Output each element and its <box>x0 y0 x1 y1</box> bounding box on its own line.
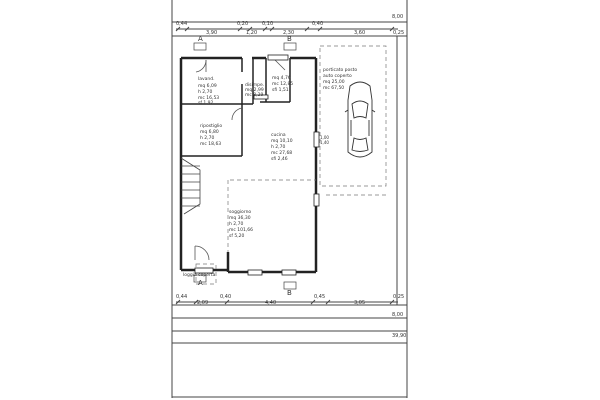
dim-top-h: 3,60 <box>354 30 365 36</box>
dim-bottom-e: 0,45 <box>314 294 325 300</box>
porticato-volume: mc 67,50 <box>323 85 344 91</box>
dim-top-i: 0,25 <box>393 30 404 36</box>
sheet-frame <box>171 0 408 398</box>
dim-top-c: 0,20 <box>237 21 248 27</box>
room-soggiorno: soggiorno mq 36,30 h 2,70 mc 101,66 sf 5… <box>229 209 253 239</box>
ripostiglio-volume: mc 18,63 <box>200 141 221 147</box>
section-b-top: B <box>287 35 292 43</box>
interior-walls <box>181 58 291 157</box>
ripostiglio-area: mq 6,80 <box>200 129 219 135</box>
cucina-area: mq 10,10 <box>271 138 293 144</box>
car-icon <box>344 81 376 158</box>
room-porticato: porticato posto auto coperto mq 25,00 mc… <box>323 67 357 91</box>
lavanderia-area: mq 6,09 <box>198 83 217 89</box>
cucina-window: sfi 2,46 <box>271 156 288 162</box>
dim-bottom-d: 4,40 <box>265 300 276 306</box>
bottom-dimension-labels: 0,44 2,09 0,40 4,40 0,45 3,05 0,25 8,00 … <box>176 294 406 339</box>
soggiorno-height: h 2,70 <box>229 221 243 227</box>
cucina-height: h 2,70 <box>271 144 285 150</box>
section-markers: A B A B <box>198 35 292 297</box>
room-cucina: cucina mq 10,10 h 2,70 mc 27,68 sfi 2,46 <box>271 132 293 162</box>
dim-top-end: 8,00 <box>392 14 403 20</box>
window-height-label: 1,40 <box>320 140 329 145</box>
staircase <box>180 157 201 215</box>
dim-top-b: 3,90 <box>206 30 217 36</box>
soggiorno-volume: mc 101,66 <box>229 227 253 233</box>
overhead-dashed-lines <box>195 45 387 285</box>
lavanderia-name: lavand. <box>198 76 215 82</box>
bagno-volume: mc 12,85 <box>272 81 293 87</box>
dim-top-g: 0,40 <box>312 21 323 27</box>
dim-top-d: 1,20 <box>246 30 257 36</box>
ripostiglio-height: h 2,70 <box>200 135 214 141</box>
dim-top-f: 2,30 <box>283 30 294 36</box>
disimpegno-name: disimpe. <box>245 82 264 88</box>
top-dimension-labels: 0,44 3,90 0,20 1,20 0,10 2,30 0,40 3,60 … <box>176 14 404 36</box>
room-bagno: mq 4,76 mc 12,85 sfi 1,51 <box>272 75 293 93</box>
top-dimension-ticks <box>175 26 398 32</box>
exterior-walls <box>179 56 318 274</box>
dim-bottom-b: 2,09 <box>197 300 208 306</box>
lavanderia-volume: mc 16,53 <box>198 95 219 101</box>
window-dimension: 1,00 1,40 <box>320 135 329 145</box>
section-a-bottom: A <box>198 279 203 287</box>
door-swings <box>194 59 286 261</box>
section-marker-boxes <box>193 42 297 290</box>
room-lavanderia: lavand. mq 6,09 h 2,70 mc 16,53 sf 1,92 <box>198 76 219 106</box>
porticato-sub: auto coperto <box>323 73 352 79</box>
dim-top-a: 0,44 <box>176 21 187 27</box>
soggiorno-name: soggiorno <box>229 209 251 215</box>
dim-bottom-end: 8,00 <box>392 312 403 318</box>
bagno-area: mq 4,76 <box>272 75 291 81</box>
soggiorno-area: mq 36,30 <box>229 215 251 221</box>
dim-bottom-a: 0,44 <box>176 294 187 300</box>
dim-top-e: 0,10 <box>262 21 273 27</box>
section-a-top: A <box>198 35 203 43</box>
soggiorno-window: sf 5,20 <box>229 233 245 239</box>
room-loggia: loggia coperta <box>183 272 216 278</box>
windows <box>194 54 320 276</box>
lavanderia-height: h 2,70 <box>198 89 212 95</box>
dim-bottom-g: 0,25 <box>393 294 404 300</box>
disimpegno-volume: mc 8,29 <box>245 92 263 98</box>
bottom-dimension-ticks <box>175 299 398 305</box>
bagno-window: sfi 1,51 <box>272 87 289 93</box>
disimpegno-area: mq 2,99 <box>245 87 264 93</box>
dim-bottom-c: 0,40 <box>220 294 231 300</box>
window-width-label: 1,00 <box>320 135 329 140</box>
lavanderia-window: sf 1,92 <box>198 100 214 106</box>
dim-bottom-f: 3,05 <box>354 300 365 306</box>
section-b-bottom: B <box>287 289 292 297</box>
dim-bottom-total: 39,90 <box>392 333 406 339</box>
loggia-name: loggia coperta <box>183 272 216 278</box>
room-disimpegno: disimpe. mq 2,99 mc 8,29 <box>245 82 264 98</box>
cucina-name: cucina <box>271 132 286 138</box>
porticato-name: porticato posto <box>323 67 357 73</box>
porticato-area: mq 25,00 <box>323 79 345 85</box>
room-ripostiglio: ripostiglio mq 6,80 h 2,70 mc 18,63 <box>200 123 222 147</box>
cucina-volume: mc 27,68 <box>271 150 292 156</box>
ripostiglio-name: ripostiglio <box>200 123 222 129</box>
